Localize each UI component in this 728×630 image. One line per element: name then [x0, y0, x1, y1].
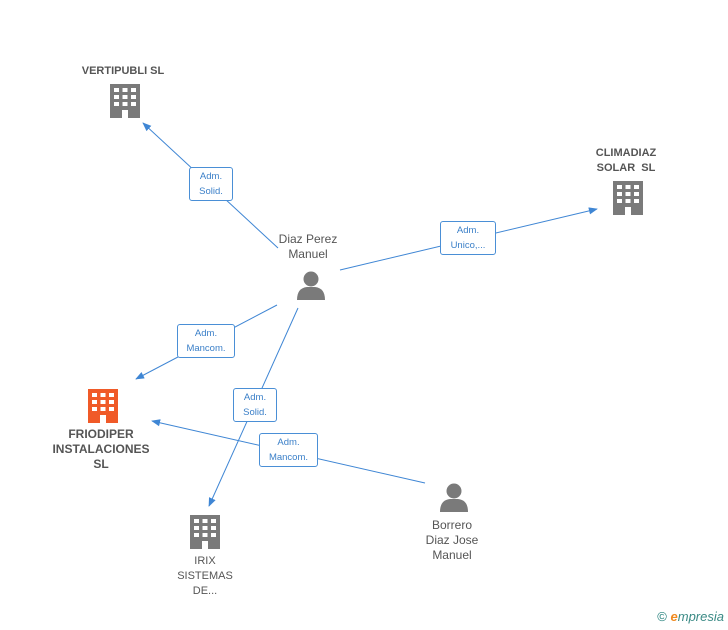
- edge-label-line: Mancom.: [268, 452, 309, 463]
- edge-label-line: Solid.: [199, 186, 223, 197]
- edge-label-diaz-to-friodiper[interactable]: Adm. Mancom.: [177, 324, 235, 358]
- brand-name: mpresia: [677, 609, 724, 624]
- copyright-symbol: ©: [657, 609, 667, 624]
- node-label-line: SISTEMAS: [177, 570, 233, 582]
- edge-label-line: Adm.: [243, 392, 267, 403]
- node-label-borrero[interactable]: Borrero Diaz Jose Manuel: [402, 518, 502, 563]
- edge-label-to-climadiaz[interactable]: Adm. Unico,...: [440, 221, 496, 255]
- building-icon[interactable]: [110, 84, 140, 118]
- edge-label-line: Adm.: [277, 437, 300, 448]
- node-label-climadiaz[interactable]: CLIMADIAZ SOLAR SL: [566, 146, 686, 176]
- node-label-line: Manuel: [432, 548, 472, 562]
- node-label-vertipubli[interactable]: VERTIPUBLI SL: [63, 64, 183, 79]
- node-label-irix[interactable]: IRIX SISTEMAS DE...: [155, 554, 255, 599]
- edge-label-line: Adm.: [199, 171, 223, 182]
- node-label-line: Diaz Jose: [425, 533, 479, 547]
- edge-label-line: Adm.: [456, 225, 480, 236]
- node-label-line: FRIODIPER: [68, 427, 134, 441]
- building-icon[interactable]: [88, 389, 118, 423]
- empresia-watermark: © empresia: [657, 609, 724, 624]
- person-icon[interactable]: [440, 483, 468, 513]
- edge-label-line: Solid.: [243, 407, 267, 418]
- edge-label-line: Unico,...: [450, 240, 486, 251]
- node-label-line: Manuel: [288, 247, 328, 261]
- edge-label-line: Adm.: [194, 328, 218, 339]
- node-label-line: CLIMADIAZ: [595, 147, 657, 159]
- edge-label-line: Mancom.: [186, 343, 226, 354]
- node-label-line: SOLAR SL: [596, 162, 656, 174]
- node-label-line: Borrero: [431, 518, 472, 532]
- node-label-friodiper[interactable]: FRIODIPER INSTALACIONES SL: [36, 427, 166, 472]
- node-label-line: SL: [93, 457, 109, 471]
- node-label-line: IRIX: [194, 555, 216, 567]
- node-label-line: VERTIPUBLI SL: [81, 65, 165, 77]
- building-icon[interactable]: [613, 181, 643, 215]
- brand-e-letter: e: [670, 609, 678, 624]
- node-label-diaz-perez[interactable]: Diaz Perez Manuel: [258, 232, 358, 262]
- node-label-line: INSTALACIONES: [52, 442, 150, 456]
- node-label-line: DE...: [192, 585, 218, 597]
- edge-label-to-vertipubli[interactable]: Adm. Solid.: [189, 167, 233, 201]
- person-icon[interactable]: [297, 271, 325, 301]
- node-label-line: Diaz Perez: [278, 232, 338, 246]
- edge-label-borrero-to-friodiper[interactable]: Adm. Mancom.: [259, 433, 318, 467]
- edge-label-to-irix[interactable]: Adm. Solid.: [233, 388, 277, 422]
- building-icon[interactable]: [190, 515, 220, 549]
